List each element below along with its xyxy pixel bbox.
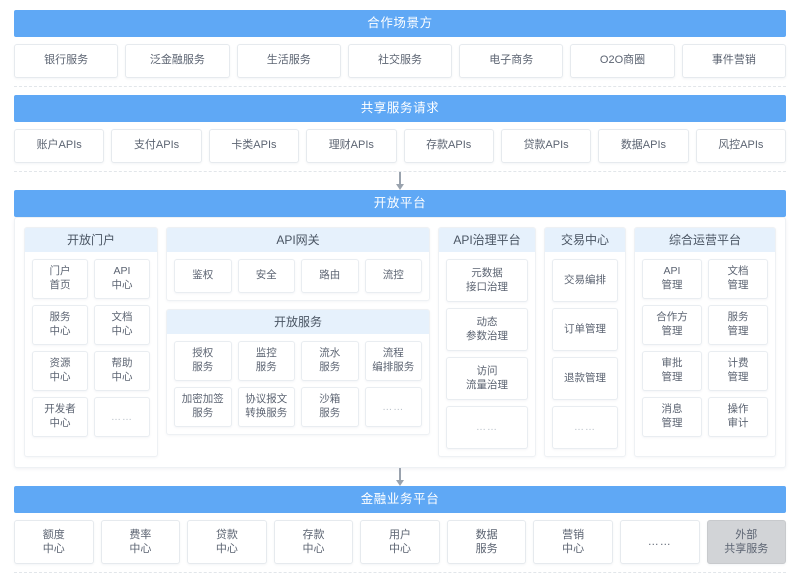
ops-cell-billing-mgmt[interactable]: 计费 管理: [708, 351, 768, 391]
column-trade-center: 交易中心 交易编排 订单管理 退款管理 ……: [544, 227, 626, 457]
column-gateway-group: API网关 鉴权 安全 路由 流控 开放服务 授权 服务 监控 服务: [166, 227, 430, 457]
column-open-portal: 开放门户 门户 首页 API 中心 服务 中心 文档 中心 资源 中心 帮助 中…: [24, 227, 158, 457]
fin-chip-more[interactable]: ……: [619, 520, 700, 564]
portal-cell-doc-center[interactable]: 文档 中心: [94, 305, 150, 345]
fin-chip-credit-limit[interactable]: 额度 中心: [14, 520, 94, 564]
ops-cell-operation-audit[interactable]: 操作 审计: [708, 397, 768, 437]
open-platform-card: 开放门户 门户 首页 API 中心 服务 中心 文档 中心 资源 中心 帮助 中…: [14, 217, 786, 468]
open-portal-grid: 门户 首页 API 中心 服务 中心 文档 中心 资源 中心 帮助 中心 开发者…: [25, 252, 157, 444]
ops-cell-partner-mgmt[interactable]: 合作方 管理: [642, 305, 702, 345]
arrow-down-to-platform: [14, 172, 786, 190]
column-operation-platform: 综合运营平台 API 管理 文档 管理 合作方 管理 服务 管理 审批 管理 计…: [634, 227, 776, 457]
api-chip-wealth[interactable]: 理财APIs: [306, 129, 397, 163]
operation-platform-title: 综合运营平台: [635, 228, 775, 252]
trade-cell-orchestration[interactable]: 交易编排: [552, 259, 618, 302]
api-chip-account[interactable]: 账户APIs: [14, 129, 105, 163]
api-chip-loan[interactable]: 贷款APIs: [500, 129, 592, 163]
service-cell-encryption-signing[interactable]: 加密加签 服务: [174, 387, 232, 427]
arrow-down-to-financial: [14, 468, 786, 486]
divider-partners: [14, 86, 786, 87]
open-service-title: 开放服务: [167, 310, 429, 334]
architecture-diagram: 合作场景方 银行服务 泛金融服务 生活服务 社交服务 电子商务 O2O商圈 事件…: [14, 10, 787, 573]
partner-chip-event-marketing[interactable]: 事件营销: [681, 44, 786, 78]
trade-cell-order-mgmt[interactable]: 订单管理: [552, 308, 618, 351]
shared-requests-row: 账户APIs 支付APIs 卡类APIs 理财APIs 存款APIs 贷款API…: [14, 129, 786, 163]
fin-chip-marketing-center[interactable]: 营销 中心: [533, 520, 613, 564]
trade-cell-refund-mgmt[interactable]: 退款管理: [552, 357, 618, 400]
gateway-cell-routing[interactable]: 路由: [301, 259, 359, 293]
governance-cell-metadata[interactable]: 元数据 接口治理: [446, 259, 528, 302]
partners-section: 合作场景方 银行服务 泛金融服务 生活服务 社交服务 电子商务 O2O商圈 事件…: [14, 10, 786, 87]
portal-cell-resource-center[interactable]: 资源 中心: [32, 351, 88, 391]
open-portal-title: 开放门户: [25, 228, 157, 252]
api-gateway-title: API网关: [167, 228, 429, 252]
gateway-cell-auth[interactable]: 鉴权: [174, 259, 232, 293]
ops-cell-service-mgmt[interactable]: 服务 管理: [708, 305, 768, 345]
card-open-service: 开放服务 授权 服务 监控 服务 流水 服务 流程 编排服务 加密加签 服务 协…: [166, 309, 430, 435]
open-platform-body: 开放门户 门户 首页 API 中心 服务 中心 文档 中心 资源 中心 帮助 中…: [15, 218, 785, 467]
portal-cell-api-center[interactable]: API 中心: [94, 259, 150, 299]
trade-center-title: 交易中心: [545, 228, 625, 252]
financial-platform-row: 额度 中心 费率 中心 贷款 中心 存款 中心 用户 中心 数据 服务 营销 中…: [14, 520, 787, 564]
portal-cell-home[interactable]: 门户 首页: [32, 259, 88, 299]
fin-chip-external-shared-service[interactable]: 外部 共享服务: [706, 520, 787, 564]
arrow-down-icon-2: [396, 468, 404, 486]
api-governance-title: API治理平台: [439, 228, 535, 252]
gateway-cell-security[interactable]: 安全: [237, 259, 295, 293]
service-cell-sandbox[interactable]: 沙箱 服务: [301, 387, 359, 427]
portal-cell-help-center[interactable]: 帮助 中心: [94, 351, 150, 391]
trade-center-grid: 交易编排 订单管理 退款管理 ……: [545, 252, 625, 456]
partners-row: 银行服务 泛金融服务 生活服务 社交服务 电子商务 O2O商圈 事件营销: [14, 44, 786, 78]
fin-chip-loan-center[interactable]: 贷款 中心: [187, 520, 267, 564]
fin-chip-deposit-center[interactable]: 存款 中心: [273, 520, 354, 564]
ops-cell-doc-mgmt[interactable]: 文档 管理: [708, 259, 768, 299]
shared-requests-title: 共享服务请求: [14, 95, 786, 122]
portal-cell-developer-center[interactable]: 开发者 中心: [32, 397, 88, 437]
partner-chip-life[interactable]: 生活服务: [236, 44, 341, 78]
ops-cell-message-mgmt[interactable]: 消息 管理: [642, 397, 702, 437]
shared-requests-section: 共享服务请求 账户APIs 支付APIs 卡类APIs 理财APIs 存款API…: [14, 95, 786, 172]
trade-cell-more[interactable]: ……: [552, 406, 618, 449]
service-cell-transaction-log[interactable]: 流水 服务: [301, 341, 359, 381]
api-chip-risk[interactable]: 风控APIs: [695, 129, 786, 163]
card-api-gateway: API网关 鉴权 安全 路由 流控: [166, 227, 430, 301]
api-chip-data[interactable]: 数据APIs: [598, 129, 689, 163]
divider-shared-requests: [14, 171, 786, 172]
governance-cell-traffic[interactable]: 访问 流量治理: [446, 357, 528, 400]
service-cell-orchestration[interactable]: 流程 编排服务: [364, 341, 422, 381]
api-chip-card[interactable]: 卡类APIs: [208, 129, 300, 163]
gateway-cell-flow-control[interactable]: 流控: [364, 259, 422, 293]
api-chip-payment[interactable]: 支付APIs: [111, 129, 202, 163]
api-chip-deposit[interactable]: 存款APIs: [403, 129, 494, 163]
service-cell-more[interactable]: ……: [364, 387, 422, 427]
governance-cell-dynamic-params[interactable]: 动态 参数治理: [446, 308, 528, 351]
open-platform-title: 开放平台: [14, 190, 786, 217]
fin-chip-rate-center[interactable]: 费率 中心: [100, 520, 181, 564]
portal-cell-service-center[interactable]: 服务 中心: [32, 305, 88, 345]
api-governance-grid: 元数据 接口治理 动态 参数治理 访问 流量治理 ……: [439, 252, 535, 456]
service-cell-authorization[interactable]: 授权 服务: [174, 341, 232, 381]
partner-chip-social[interactable]: 社交服务: [347, 44, 453, 78]
column-api-governance: API治理平台 元数据 接口治理 动态 参数治理 访问 流量治理 ……: [438, 227, 536, 457]
partner-chip-o2o[interactable]: O2O商圈: [570, 44, 675, 78]
arrow-down-icon: [396, 172, 404, 190]
partner-chip-ecommerce[interactable]: 电子商务: [459, 44, 564, 78]
financial-platform-section: 金融业务平台 额度 中心 费率 中心 贷款 中心 存款 中心 用户 中心 数据 …: [14, 486, 787, 573]
partner-chip-finance[interactable]: 泛金融服务: [125, 44, 230, 78]
portal-cell-more[interactable]: ……: [94, 397, 150, 437]
service-cell-protocol-conversion[interactable]: 协议报文 转换服务: [237, 387, 295, 427]
api-gateway-grid: 鉴权 安全 路由 流控: [167, 252, 429, 300]
partner-chip-bank[interactable]: 银行服务: [14, 44, 119, 78]
ops-cell-approval-mgmt[interactable]: 审批 管理: [642, 351, 702, 391]
ops-cell-api-mgmt[interactable]: API 管理: [642, 259, 702, 299]
governance-cell-more[interactable]: ……: [446, 406, 528, 449]
service-cell-monitoring[interactable]: 监控 服务: [237, 341, 295, 381]
financial-platform-title: 金融业务平台: [14, 486, 786, 513]
open-platform-section: 开放平台 开放门户 门户 首页 API 中心 服务 中心 文档 中心 资源 中心…: [14, 190, 786, 468]
open-service-grid: 授权 服务 监控 服务 流水 服务 流程 编排服务 加密加签 服务 协议报文 转…: [167, 334, 429, 434]
partners-title: 合作场景方: [14, 10, 786, 37]
fin-chip-data-service[interactable]: 数据 服务: [446, 520, 527, 564]
operation-platform-grid: API 管理 文档 管理 合作方 管理 服务 管理 审批 管理 计费 管理 消息…: [635, 252, 775, 444]
fin-chip-user-center[interactable]: 用户 中心: [360, 520, 440, 564]
